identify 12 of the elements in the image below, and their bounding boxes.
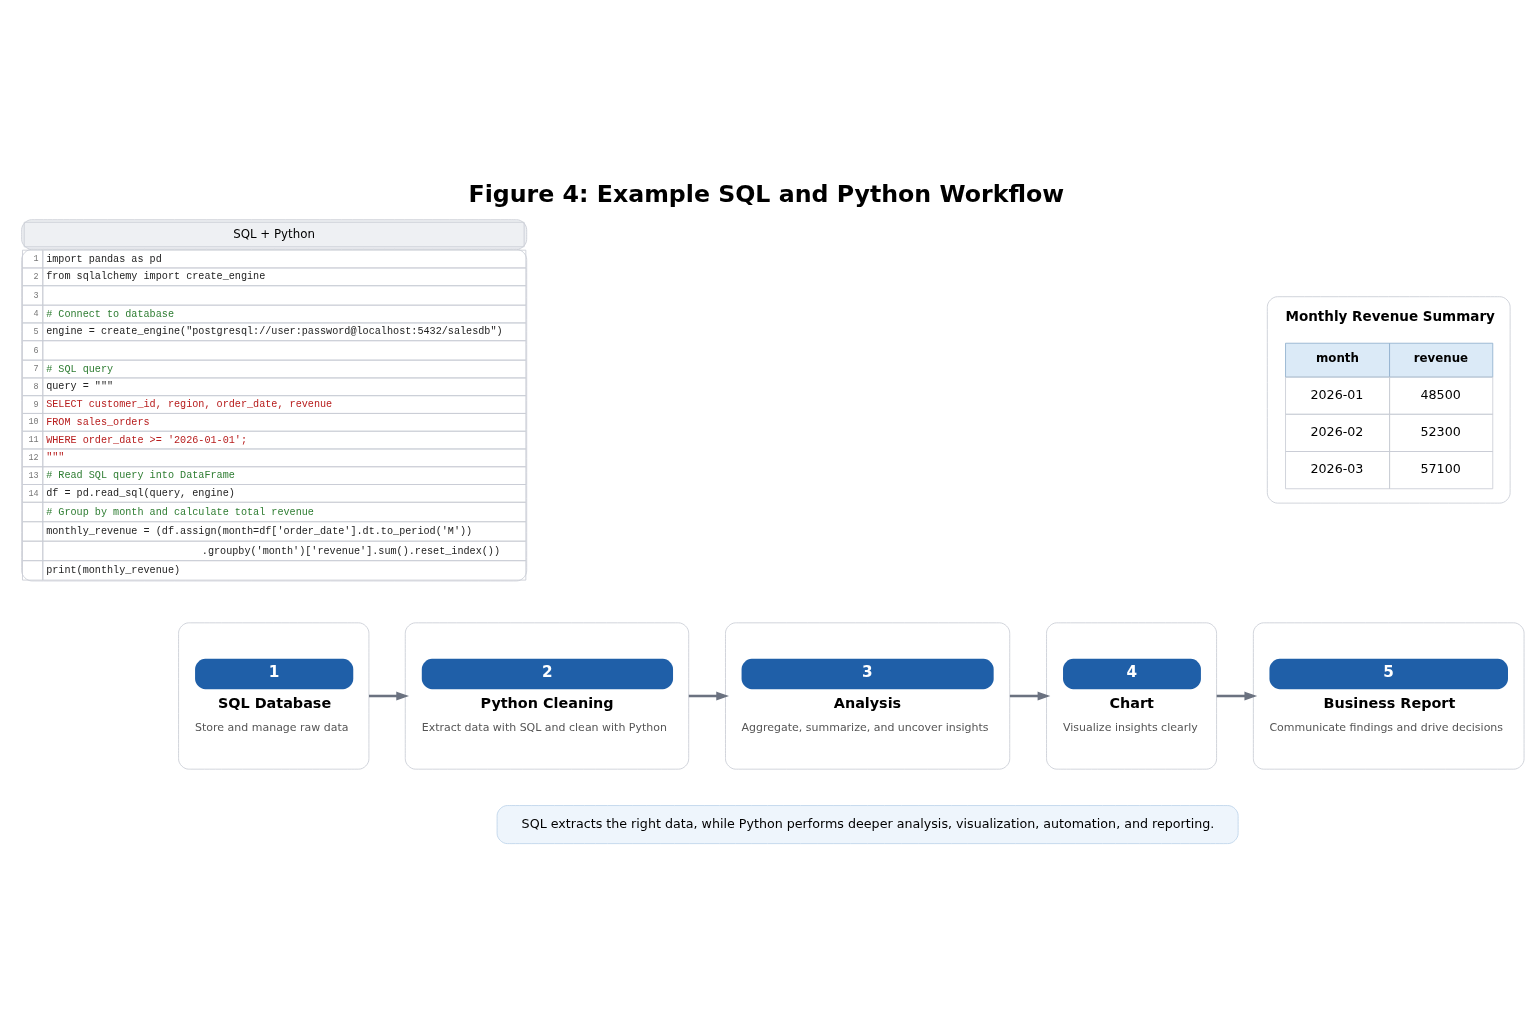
- node-box: 1 SQL Database Store and manage raw data: [178, 622, 370, 770]
- node-box: 3 Analysis Aggregate, summarize, and uncover insights: [725, 622, 1011, 770]
- node-box: Monthly Revenue Summary month revenue 2026-01 48500 2026-02 52300 2026-03 57100: [1266, 296, 1511, 504]
- node-box: 5 Business Report Communicate findings and drive decisions: [1252, 622, 1525, 770]
- arrow: [369, 691, 409, 701]
- node-box: SQL extracts the right data, while Python performs deeper analysis, visualization, automation, and reporting.: [496, 805, 1239, 845]
- arrow: [688, 691, 729, 701]
- arrow: [1216, 691, 1258, 701]
- node-box: 4 Chart Visualize insights clearly: [1046, 622, 1217, 770]
- node-box: 2 Python Cleaning Extract data with SQL and clean with Python: [404, 622, 690, 770]
- diagram-title: Figure 4: Example SQL and Python Workflow: [468, 179, 1065, 208]
- arrow: [1009, 691, 1051, 701]
